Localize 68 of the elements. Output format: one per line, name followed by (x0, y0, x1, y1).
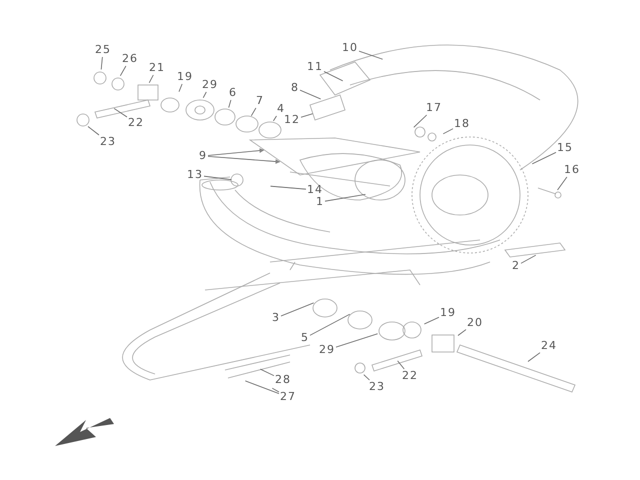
leader-line (528, 352, 540, 362)
callout-number: 5 (301, 332, 309, 344)
leader-line (100, 56, 103, 70)
callout-number: 17 (426, 102, 442, 114)
callout-number: 12 (284, 114, 300, 126)
callout-number: 4 (277, 103, 285, 115)
leader-line (397, 360, 405, 370)
callout-number: 13 (187, 169, 203, 181)
callout-number: 3 (272, 312, 280, 324)
leader-line (260, 368, 274, 376)
callout-number: 22 (402, 370, 418, 382)
callout-number: 21 (149, 62, 165, 74)
callout-number: 27 (280, 391, 296, 403)
leader-line (442, 128, 454, 134)
leader-line (204, 176, 232, 180)
callout-number: 8 (291, 82, 299, 94)
leader-line (300, 113, 313, 118)
callout-number: 19 (177, 71, 193, 83)
leader-line (148, 74, 154, 84)
callout-number: 29 (202, 79, 218, 91)
callout-number: 10 (342, 42, 358, 54)
leader-line (244, 380, 280, 394)
leader-line (273, 116, 277, 122)
callout-number: 24 (541, 340, 557, 352)
leader-line (324, 71, 344, 82)
leader-line (208, 148, 264, 156)
leader-line (413, 114, 428, 128)
leader-line (88, 126, 100, 136)
callout-number: 28 (275, 374, 291, 386)
leader-line (202, 92, 207, 98)
leader-line (324, 194, 366, 202)
callout-number: 23 (100, 136, 116, 148)
leader-line (363, 374, 370, 380)
leader-line (280, 302, 314, 316)
leader-line (250, 108, 256, 116)
leader-line (228, 100, 232, 108)
leader-line (272, 388, 280, 392)
callout-number: 15 (557, 142, 573, 154)
leader-line (178, 84, 182, 92)
callout-number: 18 (454, 118, 470, 130)
callout-number: 20 (467, 317, 483, 329)
callout-number: 16 (564, 164, 580, 176)
callout-number: 6 (229, 87, 237, 99)
callout-number: 23 (369, 381, 385, 393)
callout-number: 9 (199, 150, 207, 162)
callout-number: 11 (307, 61, 323, 73)
leader-line (336, 333, 378, 348)
callout-number: 22 (128, 117, 144, 129)
leader-line (458, 329, 466, 336)
leader-line (120, 66, 126, 76)
leader-line (557, 176, 568, 190)
callout-number: 25 (95, 44, 111, 56)
callout-number: 2 (512, 260, 520, 272)
leader-line (532, 152, 556, 164)
leader-line (208, 156, 280, 164)
leader-line (114, 108, 128, 118)
leader-line (520, 254, 536, 264)
callout-number: 7 (256, 95, 264, 107)
leader-line (300, 90, 322, 100)
callout-number: 14 (307, 184, 323, 196)
callout-number: 29 (319, 344, 335, 356)
callout-number: 26 (122, 53, 138, 65)
callout-number: 1 (316, 196, 324, 208)
leader-line (270, 186, 306, 190)
leader-line (310, 314, 350, 336)
callout-number: 19 (440, 307, 456, 319)
leader-line (358, 50, 383, 60)
leader-line (424, 316, 440, 324)
